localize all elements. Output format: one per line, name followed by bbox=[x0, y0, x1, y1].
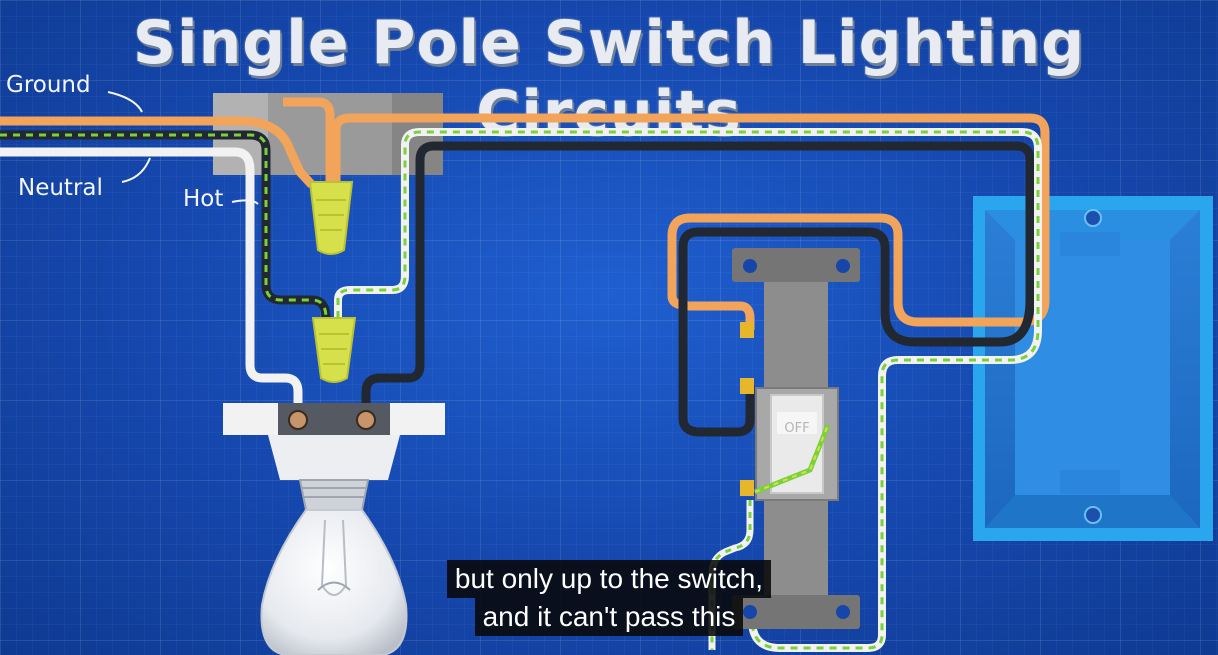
subtitle-text-2: and it can't pass this bbox=[474, 598, 744, 636]
neutral-leader bbox=[121, 157, 151, 183]
switch-off-label: OFF bbox=[784, 421, 809, 436]
subtitle-line-1: but only up to the switch, bbox=[0, 560, 1218, 598]
ground-leader bbox=[107, 91, 143, 113]
wire-nut-ground bbox=[311, 317, 357, 383]
wire-nut-hot bbox=[308, 181, 354, 255]
ground-label: Ground bbox=[6, 72, 91, 98]
subtitle-text-1: but only up to the switch, bbox=[446, 560, 772, 598]
page-title: Single Pole Switch Lighting Circuits bbox=[132, 8, 1086, 148]
hot-leader bbox=[231, 199, 259, 205]
switch-box bbox=[973, 196, 1213, 541]
light-bulb bbox=[260, 509, 408, 655]
hot-label: Hot bbox=[183, 186, 224, 212]
light-fixture bbox=[223, 403, 445, 511]
neutral-label: Neutral bbox=[18, 175, 103, 201]
single-pole-switch: OFF bbox=[732, 248, 860, 629]
subtitle-line-2: and it can't pass this bbox=[0, 598, 1218, 636]
